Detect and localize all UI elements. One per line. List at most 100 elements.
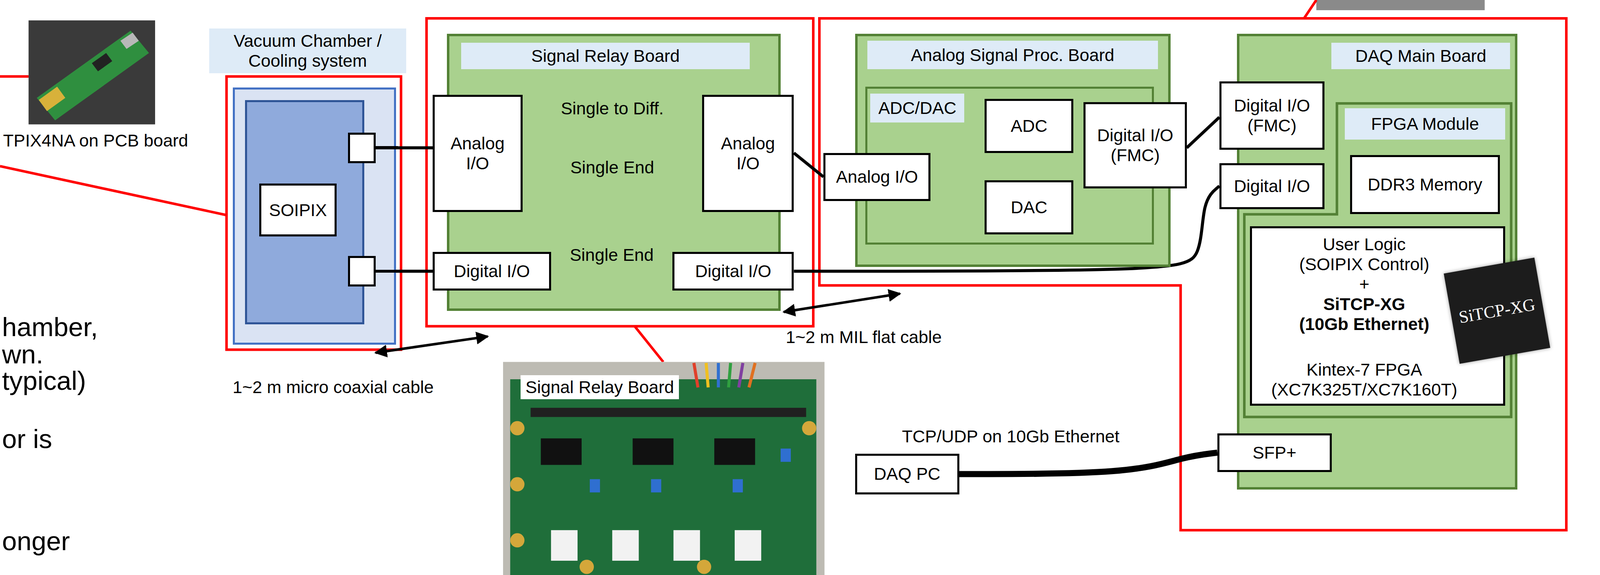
callout-line: [1304, 0, 1317, 19]
component-box: Analog I/O: [823, 153, 931, 202]
box-label: Digital I/O (FMC): [1093, 125, 1178, 166]
wire: [706, 363, 709, 388]
edge-label-holder: Single End: [569, 245, 654, 265]
ic-chip: [632, 438, 674, 465]
connector: [734, 530, 762, 561]
text-label: or is: [2, 424, 53, 455]
box-label: ADC: [1010, 116, 1048, 136]
label-holder: typical): [2, 365, 86, 397]
connector: [1186, 117, 1220, 148]
board-title: Signal Relay Board: [461, 42, 750, 70]
callout-line: [634, 326, 664, 363]
board-title: Analog Signal Proc. Board: [867, 40, 1158, 70]
text-label: Signal Relay Board: [520, 375, 680, 400]
pcb-part: [120, 32, 139, 49]
text-label: typical): [2, 365, 86, 397]
photo-edge: [1316, 0, 1485, 11]
component-box: Digital I/O: [1219, 163, 1325, 210]
chamber-box: Vacuum Chamber / Cooling systemSOIPIX: [232, 87, 397, 345]
box-label: Analog I/O: [716, 133, 780, 174]
pcb-chip: [91, 52, 113, 72]
edge-label: TCP/UDP on 10Gb Ethernet: [901, 426, 1120, 447]
wire: [748, 363, 756, 388]
ic-chip: [714, 438, 756, 465]
connector: [551, 530, 578, 561]
edge-label: Single End: [569, 245, 654, 265]
potentiometer: [780, 448, 791, 462]
text-label: 1~2 m micro coaxial cable: [232, 377, 434, 398]
component-box: DAQ PC: [855, 453, 960, 495]
pcb-board: [36, 30, 149, 121]
connector: [396, 146, 433, 150]
logo-mark: SiTCP-XG: [1443, 257, 1550, 364]
cable-arrow: [783, 293, 900, 313]
port-wire: [375, 146, 399, 150]
port-square: [348, 256, 376, 287]
relay-pcb: [510, 379, 817, 575]
callout-line: [0, 75, 29, 78]
component-box: Digital I/O: [432, 251, 552, 291]
box-label: SFP+: [1252, 442, 1297, 463]
label-holder: onger: [2, 526, 71, 557]
label-holder: wn.: [2, 339, 44, 370]
component-box: Digital I/O (FMC): [1083, 102, 1187, 189]
board-title: FPGA Module: [1344, 108, 1506, 141]
edge-label-holder: Single to Diff.: [560, 98, 664, 119]
box-label: Digital I/O: [695, 261, 772, 282]
edge-label: Single to Diff.: [560, 98, 664, 119]
connector: [959, 452, 1218, 475]
box-label: +: [1359, 274, 1370, 295]
box-label: User Logic (SOIPIX Control): [1297, 234, 1432, 275]
potentiometer: [650, 479, 662, 493]
box-label: DAQ PC: [873, 464, 941, 484]
component-box: DAC: [984, 180, 1074, 235]
component-box: Digital I/O: [672, 251, 794, 291]
callout-line: [0, 166, 227, 215]
potentiometer: [732, 479, 743, 493]
label-holder: SiTCP-XG: [1443, 257, 1550, 364]
edge-label: Single End: [570, 157, 655, 178]
label-holder: Signal Relay Board: [520, 375, 680, 400]
potentiometer: [589, 479, 600, 493]
connector: [673, 530, 701, 561]
edge-label-holder: Single End: [570, 157, 655, 178]
port-wire: [375, 269, 399, 274]
pcb-photo: [28, 20, 156, 125]
component-box: Analog I/O: [702, 94, 795, 213]
text-label: hamber,: [2, 312, 98, 343]
label-holder: 1~2 m MIL flat cable: [785, 327, 942, 348]
wire: [738, 363, 743, 388]
component-box: Digital I/O (FMC): [1219, 81, 1325, 150]
sma-connector: [579, 559, 594, 574]
text-label: wn.: [2, 339, 44, 370]
board-title: ADC/DAC: [870, 93, 965, 123]
sma-connector: [510, 421, 525, 436]
box-label: SiTCP-XG (10Gb Ethernet): [1297, 294, 1432, 335]
board-panel: DAQ Main BoardDigital I/O (FMC)Digital I…: [1236, 33, 1518, 490]
label-holder: hamber,: [2, 312, 98, 343]
box-label: Analog I/O: [446, 133, 509, 174]
box-label: Analog I/O: [836, 166, 918, 187]
component-box: SOIPIX: [259, 183, 338, 237]
box-label: Digital I/O: [1233, 176, 1310, 197]
wire: [728, 363, 731, 388]
sma-connector: [510, 477, 525, 492]
label-holder: 1~2 m micro coaxial cable: [232, 377, 434, 398]
wire: [716, 363, 721, 388]
header-strip: [530, 407, 807, 418]
board-title: DAQ Main Board: [1331, 42, 1511, 70]
component-box: DDR3 Memory: [1350, 155, 1501, 215]
box-label: Kintex-7 FPGA (XC7K325T/XC7K160T): [1256, 359, 1473, 400]
component-box: SFP+: [1217, 433, 1332, 473]
board-panel: Analog Signal Proc. BoardADC/DACADCDACAn…: [855, 33, 1171, 268]
box-label: Digital I/O (FMC): [1230, 95, 1314, 136]
board-title: Vacuum Chamber / Cooling system: [209, 28, 407, 74]
text-label: TPIX4NA on PCB board: [3, 130, 189, 151]
component-box: ADC: [984, 98, 1074, 154]
pcb-connector: [38, 86, 66, 112]
port-square: [348, 132, 376, 164]
label-holder: TPIX4NA on PCB board: [3, 130, 189, 151]
ic-chip: [540, 438, 582, 465]
box-label: Digital I/O: [453, 261, 530, 282]
